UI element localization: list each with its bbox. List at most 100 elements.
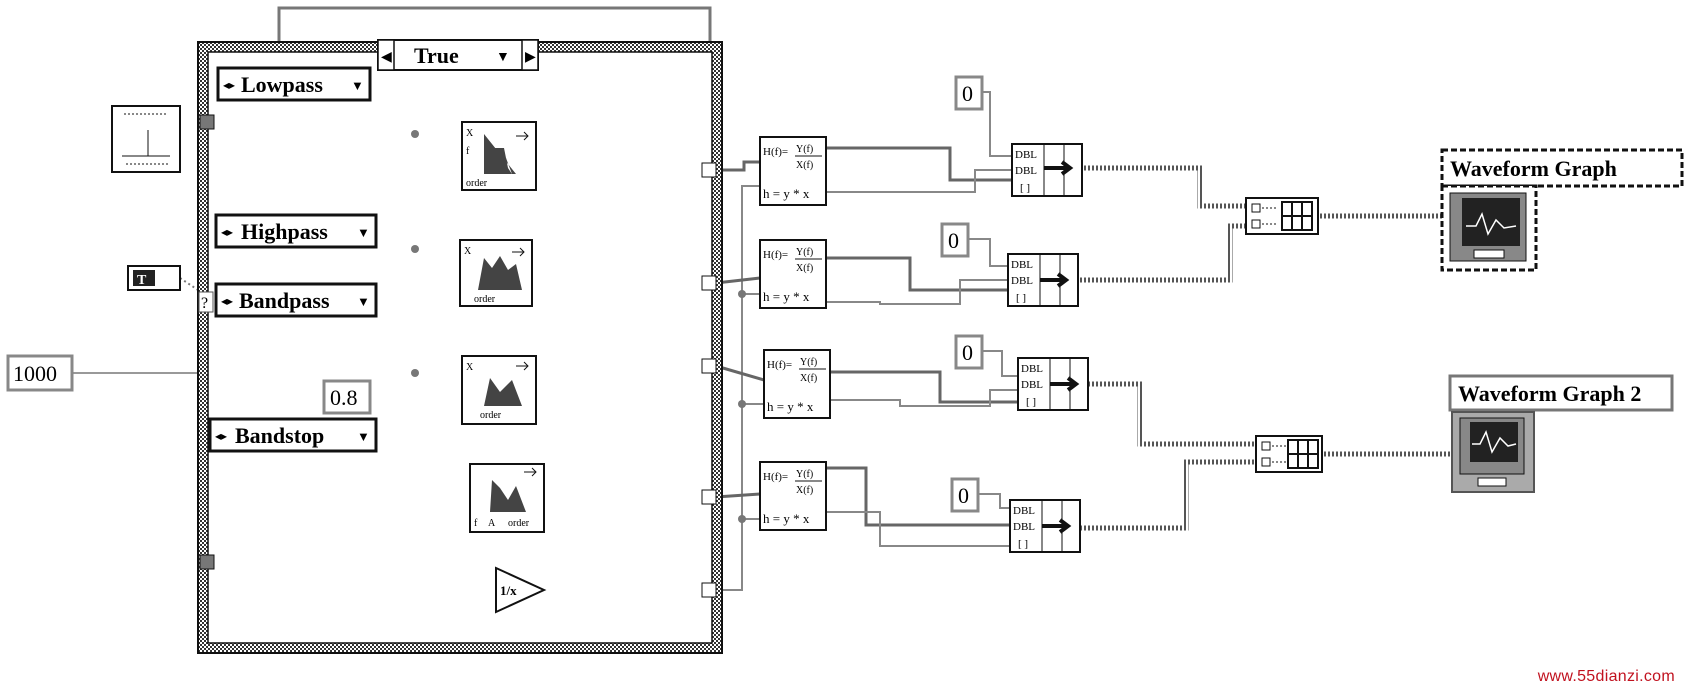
svg-text:DBL: DBL	[1015, 149, 1037, 161]
enum-highpass-label: Highpass	[241, 219, 328, 244]
svg-text:DBL: DBL	[1015, 165, 1037, 177]
transfer-vi-2[interactable]: H(f)= Y(f) X(f) h = y * x	[759, 239, 827, 309]
tunnel-out-3	[701, 358, 717, 374]
svg-text:◂▸: ◂▸	[223, 78, 235, 92]
svg-text:f: f	[466, 146, 470, 157]
svg-text:X: X	[464, 246, 472, 257]
svg-text:◂▸: ◂▸	[221, 225, 233, 239]
waveform-graph-1[interactable]: Waveform Graph	[1440, 148, 1684, 272]
svg-text:X(f): X(f)	[796, 263, 813, 274]
filter-vi-bandstop[interactable]: f A order	[469, 463, 545, 533]
case-structure[interactable]	[197, 41, 723, 654]
svg-text:order: order	[474, 294, 496, 305]
zero-constant-1[interactable]: 0	[954, 75, 984, 111]
svg-text:0: 0	[958, 483, 969, 508]
cutoff-value: 0.8	[330, 385, 358, 410]
tunnel-signal-in	[199, 114, 215, 130]
svg-text:order: order	[466, 178, 488, 189]
tunnel-out-2	[701, 275, 717, 291]
svg-text:[ ]: [ ]	[1016, 292, 1026, 304]
transfer-vi-4[interactable]: H(f)= Y(f) X(f) h = y * x	[759, 461, 827, 531]
svg-text:X: X	[466, 362, 474, 373]
bundle-node-4[interactable]: DBL DBL [ ]	[1009, 499, 1081, 553]
svg-text:h = y * x: h = y * x	[767, 399, 814, 414]
svg-text:h = y * x: h = y * x	[763, 186, 810, 201]
waveform-graph-2-title: Waveform Graph 2	[1458, 381, 1641, 406]
sample-count-constant[interactable]: 1000	[6, 354, 74, 392]
enum-bandpass[interactable]: ◂▸ Bandpass ▼	[214, 282, 378, 318]
svg-text:X(f): X(f)	[796, 160, 813, 171]
filter-vi-lowpass[interactable]: X f order	[461, 121, 537, 191]
svg-text:[ ]: [ ]	[1018, 538, 1028, 550]
boolean-control[interactable]: T	[127, 265, 181, 291]
svg-text:0: 0	[962, 340, 973, 365]
bundle-node-1[interactable]: DBL DBL [ ]	[1011, 143, 1083, 197]
tunnel-out-1	[701, 162, 717, 178]
svg-text:[ ]: [ ]	[1020, 182, 1030, 194]
tunnel-out-dt	[701, 582, 717, 598]
filter-vi-highpass[interactable]: X order	[459, 239, 533, 307]
boolean-symbol: T	[137, 273, 147, 288]
sample-count-value: 1000	[13, 361, 57, 386]
selector-left-arrow[interactable]: ◀	[381, 50, 392, 65]
svg-text:◂▸: ◂▸	[215, 429, 227, 443]
svg-text:Y(f): Y(f)	[796, 144, 813, 155]
svg-text:order: order	[508, 518, 530, 529]
svg-text:A: A	[488, 518, 496, 529]
selector-right-arrow[interactable]: ▶	[525, 50, 536, 65]
bundle-node-2[interactable]: DBL DBL [ ]	[1007, 253, 1079, 307]
svg-text:?: ?	[201, 295, 208, 312]
build-array-node-2[interactable]	[1255, 435, 1323, 473]
transfer-vi-1[interactable]: H(f)= Y(f) X(f) h = y * x	[759, 136, 827, 206]
svg-text:DBL: DBL	[1013, 505, 1035, 517]
zero-constant-4[interactable]: 0	[950, 477, 980, 513]
wire-junctions	[411, 130, 746, 523]
svg-text:order: order	[480, 410, 502, 421]
svg-text:◂▸: ◂▸	[221, 294, 233, 308]
cutoff-constant[interactable]: 0.8	[322, 379, 372, 415]
waveform-graph-1-title: Waveform Graph	[1450, 156, 1617, 181]
signal-source-icon[interactable]	[111, 105, 181, 173]
chevron-down-icon[interactable]: ▼	[351, 78, 364, 93]
filter-vi-bandpass[interactable]: X order	[461, 355, 537, 425]
case-selector-label: True	[414, 43, 459, 68]
svg-text:H(f)=: H(f)=	[763, 471, 788, 483]
waveform-graph-2[interactable]: Waveform Graph 2	[1448, 374, 1674, 493]
svg-text:Y(f): Y(f)	[796, 247, 813, 258]
tunnel-out-4	[701, 489, 717, 505]
case-selector[interactable]: ◀ ▶ True ▼	[377, 39, 539, 71]
bundle-node-3[interactable]: DBL DBL [ ]	[1017, 357, 1089, 411]
chevron-down-icon[interactable]: ▼	[496, 50, 510, 65]
selector-terminal[interactable]: ?	[198, 291, 214, 313]
svg-text:h = y * x: h = y * x	[763, 289, 810, 304]
enum-lowpass[interactable]: ◂▸ Lowpass ▼	[216, 66, 372, 102]
zero-constant-3[interactable]: 0	[954, 334, 984, 370]
watermark: www.55dianzi.com	[1537, 668, 1675, 685]
transfer-vi-3[interactable]: H(f)= Y(f) X(f) h = y * x	[763, 349, 831, 419]
svg-text:X(f): X(f)	[800, 373, 817, 384]
enum-bandpass-label: Bandpass	[239, 288, 330, 313]
svg-text:DBL: DBL	[1021, 379, 1043, 391]
tunnels	[199, 114, 717, 598]
chevron-down-icon[interactable]: ▼	[357, 294, 370, 309]
reciprocal-node[interactable]: 1/x	[495, 566, 547, 614]
svg-text:DBL: DBL	[1013, 521, 1035, 533]
svg-text:[ ]: [ ]	[1026, 396, 1036, 408]
svg-text:Y(f): Y(f)	[796, 469, 813, 480]
svg-text:H(f)=: H(f)=	[767, 359, 792, 371]
svg-text:0: 0	[948, 228, 959, 253]
enum-bandstop-label: Bandstop	[235, 423, 324, 448]
svg-text:X(f): X(f)	[796, 485, 813, 496]
chevron-down-icon[interactable]: ▼	[357, 429, 370, 444]
zero-constant-2[interactable]: 0	[940, 222, 970, 258]
enum-lowpass-label: Lowpass	[241, 72, 323, 97]
svg-text:f: f	[474, 518, 478, 529]
build-array-node-1[interactable]	[1245, 197, 1319, 235]
enum-highpass[interactable]: ◂▸ Highpass ▼	[214, 213, 378, 249]
svg-text:Y(f): Y(f)	[800, 357, 817, 368]
svg-text:H(f)=: H(f)=	[763, 249, 788, 261]
reciprocal-symbol: 1/x	[500, 583, 517, 598]
svg-text:DBL: DBL	[1021, 363, 1043, 375]
chevron-down-icon[interactable]: ▼	[357, 225, 370, 240]
enum-bandstop[interactable]: ◂▸ Bandstop ▼	[208, 417, 378, 453]
